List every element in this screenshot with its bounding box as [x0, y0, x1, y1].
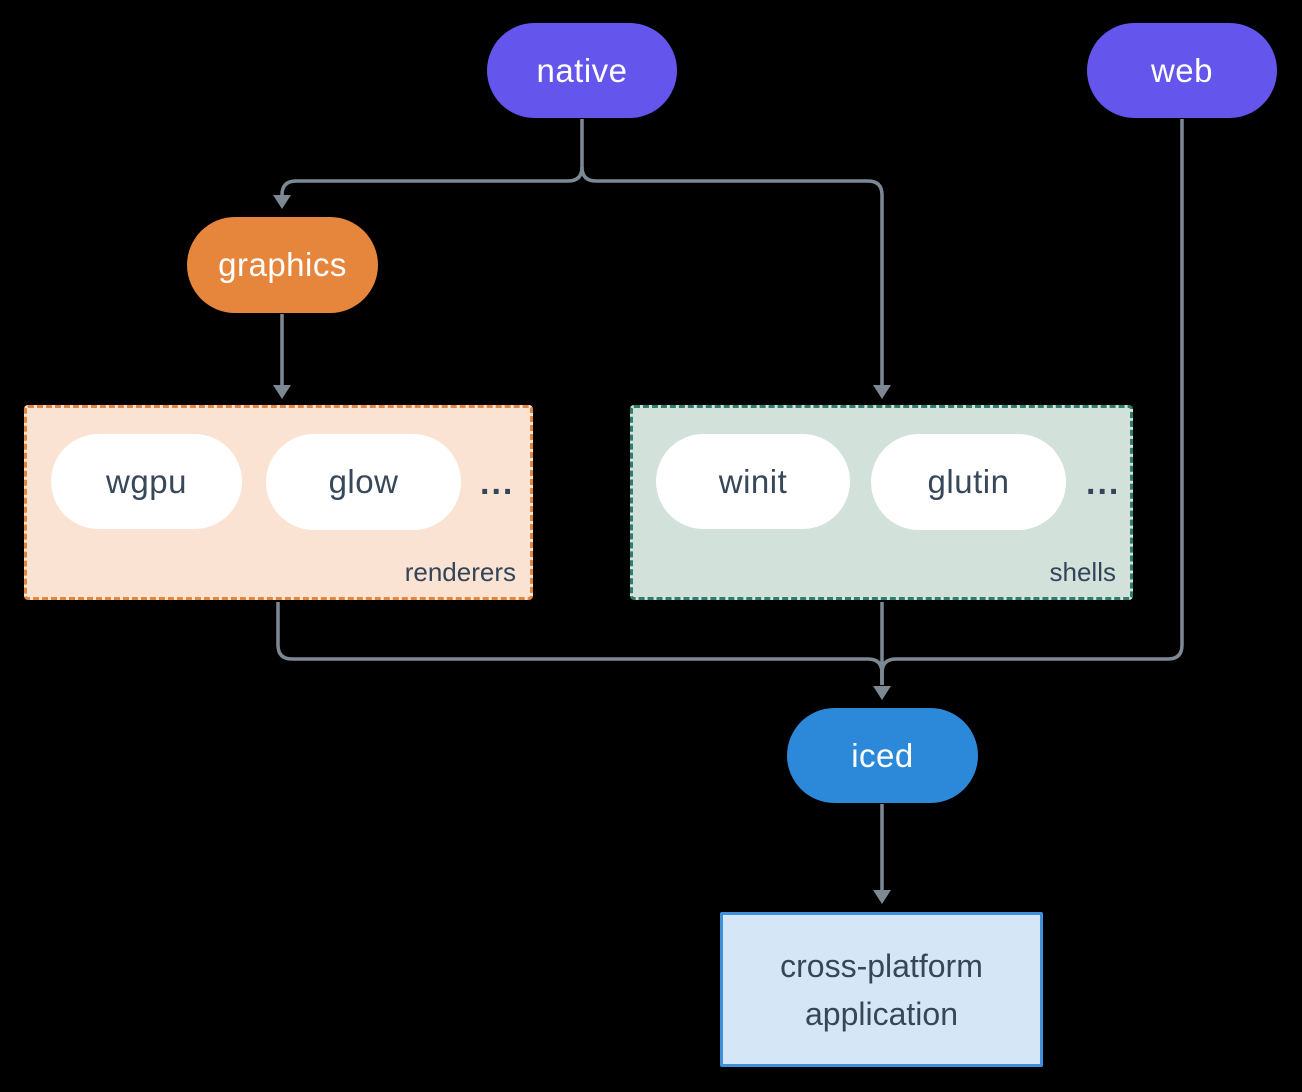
arrowhead-renderers-top-icon [273, 385, 291, 399]
edge-native-to-shells [580, 166, 884, 385]
app-label-line2: application [805, 995, 958, 1032]
arrowhead-graphics-top-icon [273, 195, 291, 209]
node-glutin-label: glutin [927, 463, 1010, 500]
edge-web-to-iced [880, 119, 1184, 685]
edge-native-to-graphics [280, 166, 584, 196]
app-label-line1: cross-platform [780, 947, 983, 984]
node-web: web [1087, 23, 1277, 118]
arrowhead-app-top-icon [873, 890, 891, 904]
group-shells: winit glutin ... shells [630, 405, 1133, 600]
node-winit: winit [656, 434, 850, 529]
node-glow-label: glow [328, 463, 399, 500]
node-winit-label: winit [718, 462, 788, 500]
node-iced-label: iced [851, 736, 914, 774]
shells-group-label: shells [1049, 557, 1116, 587]
edge-renderers-to-iced [276, 602, 884, 685]
node-graphics: graphics [187, 217, 378, 313]
arrowhead-shells-top-icon [873, 385, 891, 399]
node-wgpu-label: wgpu [106, 462, 187, 500]
node-native-label: native [536, 51, 628, 89]
node-graphics-label: graphics [218, 246, 347, 283]
node-glow: glow [266, 434, 461, 530]
node-wgpu: wgpu [51, 434, 242, 529]
node-iced: iced [787, 708, 978, 803]
node-glutin: glutin [871, 434, 1066, 530]
shells-ellipsis: ... [1086, 464, 1121, 502]
node-cross-platform-application: cross-platform application [720, 912, 1043, 1067]
renderers-group-label: renderers [404, 557, 516, 587]
node-web-label: web [1150, 51, 1214, 89]
group-renderers: wgpu glow ... renderers [24, 405, 533, 600]
node-native: native [487, 23, 677, 118]
arrowhead-iced-top-icon [873, 686, 891, 700]
renderers-ellipsis: ... [480, 464, 515, 502]
